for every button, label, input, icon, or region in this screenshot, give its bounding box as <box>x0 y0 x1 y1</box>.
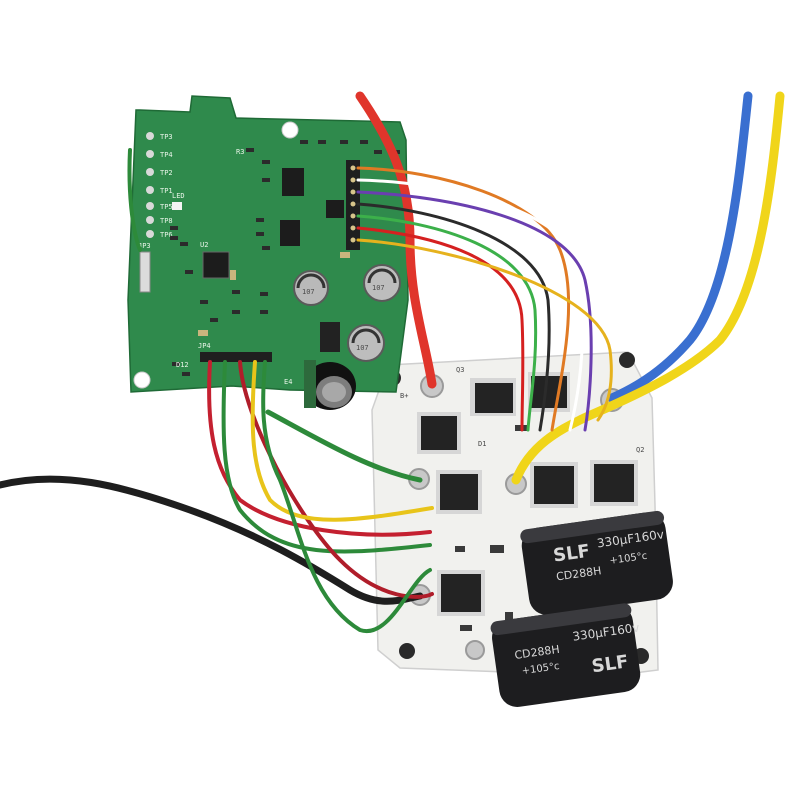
capacitor-slf-lower: CD288H +105°c 330μF160v SLF <box>490 603 640 707</box>
cap-temp: +105°c <box>609 551 648 567</box>
electrolytic-capacitor-large <box>304 360 356 410</box>
tp-label: TP8 <box>160 217 173 225</box>
cap-brand: SLF <box>552 541 591 567</box>
svg-text:107: 107 <box>356 344 369 352</box>
tp-label: TP5 <box>160 203 173 211</box>
mount-hole <box>399 643 415 659</box>
label-r3: R3 <box>236 148 244 156</box>
header-jp4 <box>200 352 272 362</box>
tp-label: TP1 <box>160 187 173 195</box>
wire-yellow <box>511 91 785 485</box>
mosfet <box>437 570 485 616</box>
header-jp3 <box>139 251 151 293</box>
wires <box>0 91 785 634</box>
label-jp4: JP4 <box>198 342 211 350</box>
electrolytic-capacitor: 107 <box>363 264 401 302</box>
tp-label: TP4 <box>160 151 173 159</box>
mosfet <box>530 462 578 508</box>
mount-hole <box>619 352 635 368</box>
mount-hole <box>281 121 299 139</box>
cap-temp: +105°c <box>521 661 560 677</box>
ic-chip <box>326 200 344 218</box>
control-board: TP3 TP4 TP2 TP1 TP5 TP8 TP6 JP3 U2 LED <box>127 95 409 393</box>
mosfet <box>470 378 516 416</box>
cap-series: CD288H <box>514 643 561 662</box>
label-q2: Q2 <box>636 446 644 454</box>
ic-chip <box>282 168 304 196</box>
tp-label: TP2 <box>160 169 173 177</box>
led <box>172 202 182 210</box>
label-q3: Q3 <box>456 366 464 374</box>
wire-blue <box>607 91 753 403</box>
label-d1: D1 <box>478 440 486 448</box>
label-u2: U2 <box>200 241 208 249</box>
wire-red <box>355 91 437 389</box>
wire-black <box>0 475 424 605</box>
electrolytic-capacitor: 107 <box>293 270 329 306</box>
mosfet <box>417 412 461 454</box>
tp-label: TP6 <box>160 231 173 239</box>
label-d12: D12 <box>176 361 189 369</box>
label-bplus: B+ <box>400 392 408 400</box>
mosfet <box>590 460 638 506</box>
ic-u2 <box>202 251 230 279</box>
svg-text:107: 107 <box>302 288 315 296</box>
mosfet <box>528 372 570 412</box>
label-jp3: JP3 <box>138 242 151 250</box>
ic-chip <box>280 220 300 246</box>
label-led: LED <box>172 192 185 200</box>
cap-brand: SLF <box>590 651 629 677</box>
electrolytic-capacitor: 107 <box>347 324 385 362</box>
mount-hole <box>133 371 151 389</box>
mosfet <box>436 470 482 514</box>
inductor <box>320 322 340 352</box>
test-point-column <box>146 132 154 238</box>
tp-label: TP3 <box>160 133 173 141</box>
svg-text:107: 107 <box>372 284 385 292</box>
label-e4: E4 <box>284 378 292 386</box>
capacitor-slf-upper: SLF CD288H 330μF160v +105°c <box>520 510 673 615</box>
cap-series: CD288H <box>555 564 602 583</box>
